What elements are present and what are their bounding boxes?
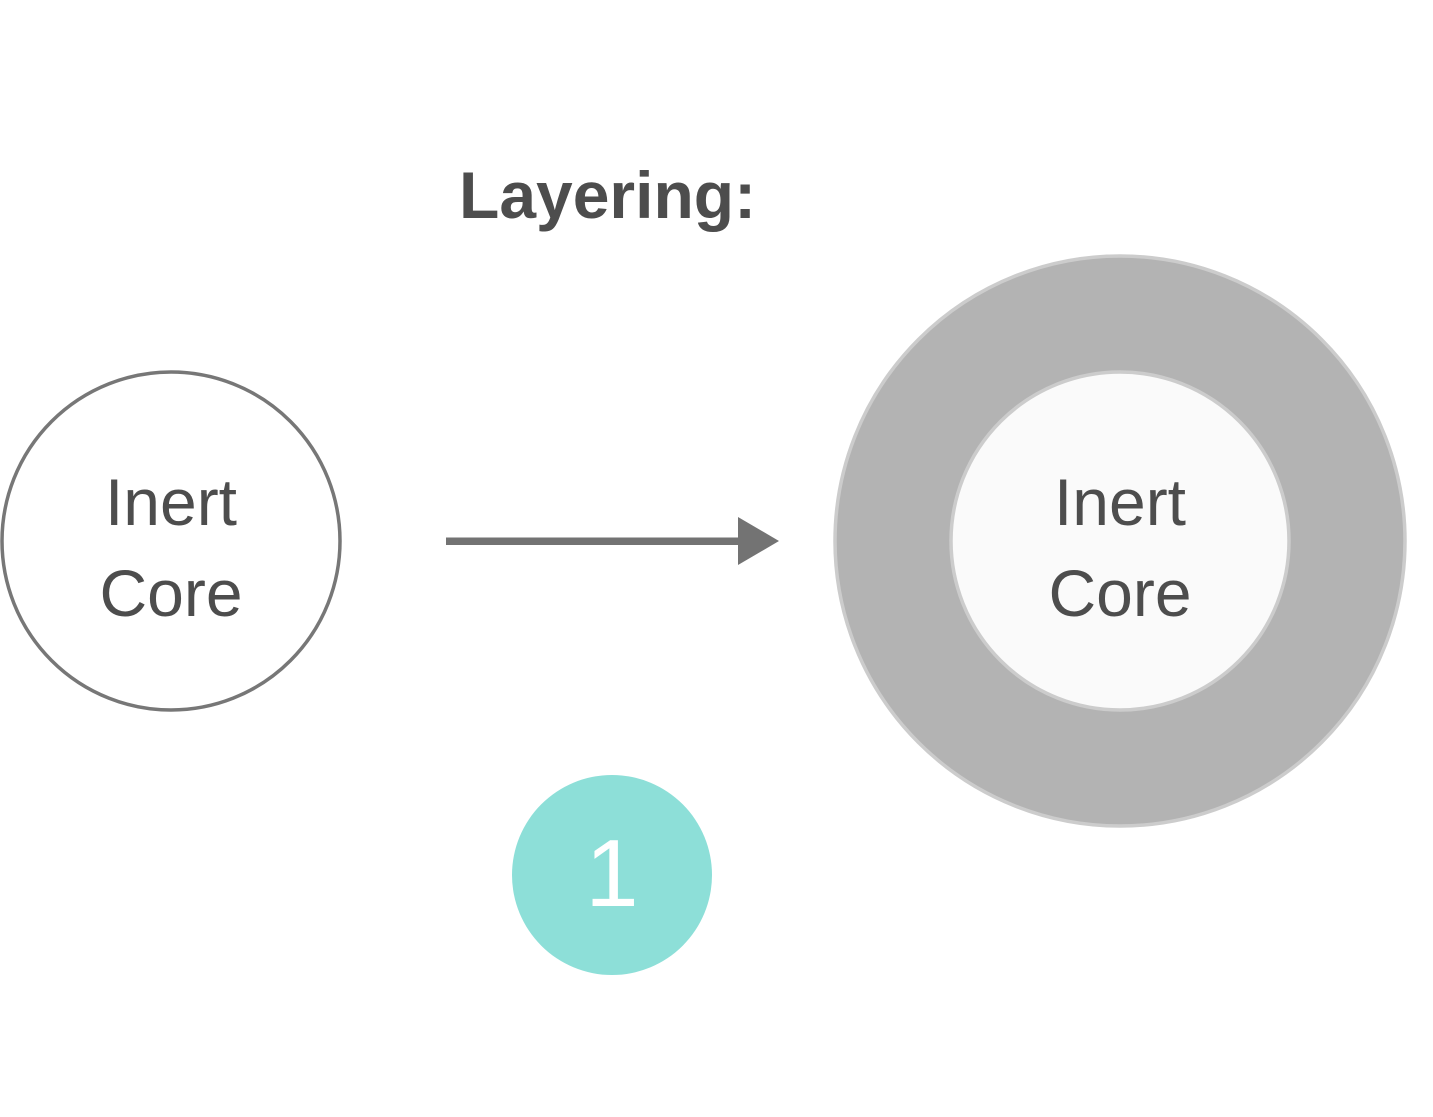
arrow-shaft [446, 537, 742, 545]
arrow-right-icon [446, 517, 779, 565]
step-badge-circle [512, 775, 712, 975]
diagram-title: Layering: [459, 158, 756, 232]
core-after-label-line1: Inert [1054, 465, 1186, 539]
core-before: Inert Core [0, 370, 342, 712]
step-badge-number: 1 [585, 820, 638, 927]
core-after-circle [949, 370, 1291, 712]
core-before-circle [0, 370, 342, 712]
core-after-layered: Inert Core [833, 254, 1407, 828]
core-after-label-line2: Core [1048, 556, 1191, 630]
step-badge: 1 [512, 775, 712, 975]
arrow-head [738, 517, 779, 565]
core-before-label-line1: Inert [105, 465, 237, 539]
core-before-label-line2: Core [99, 556, 242, 630]
